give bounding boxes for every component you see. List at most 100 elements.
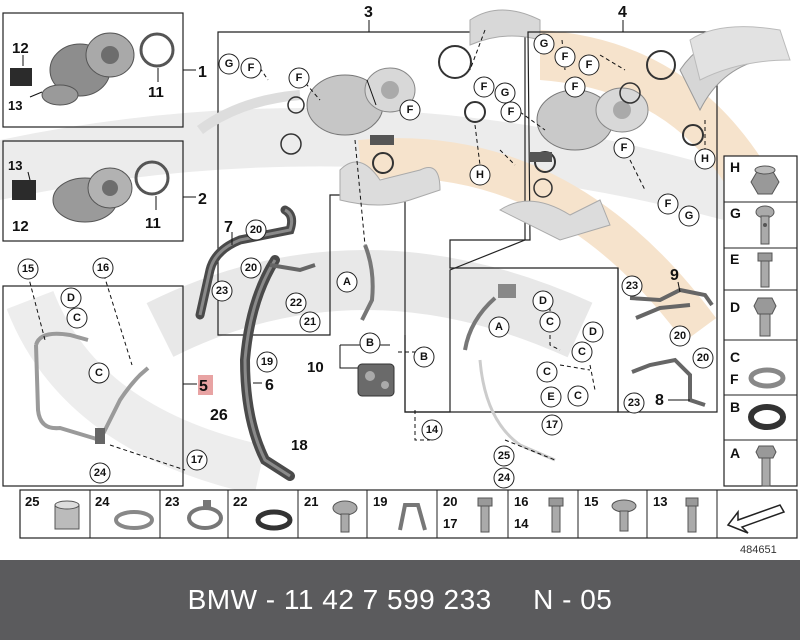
hex-screw-icon (548, 497, 564, 533)
callout-f-4[interactable]: F (473, 76, 495, 98)
bottom-legend: 25 24 23 22 21 19 20 17 16 14 15 13 (19, 489, 798, 539)
footer-bar: BMW - 11 42 7 599 233 N - 05 (0, 560, 800, 640)
legend-num-23: 23 (165, 494, 179, 509)
socket-screw-icon (685, 497, 699, 533)
oil-return-line-9[interactable] (629, 281, 714, 320)
callout-h-2[interactable]: H (694, 148, 716, 170)
callout-23-3[interactable]: 23 (623, 392, 645, 414)
oil-return-line-8[interactable] (631, 357, 706, 407)
clamp-icon (187, 500, 223, 530)
callout-c-6[interactable]: C (567, 385, 589, 407)
coolant-hose-7[interactable] (195, 205, 297, 320)
callout-f-7[interactable]: F (564, 76, 586, 98)
callout-b-2[interactable]: B (413, 346, 435, 368)
group-label-3: 3 (364, 4, 373, 21)
callout-c-3[interactable]: C (539, 311, 561, 333)
callout-g-4[interactable]: G (678, 205, 700, 227)
legend-num-15: 15 (584, 494, 598, 509)
callout-f-5[interactable]: F (554, 46, 576, 68)
oil-line-area (404, 268, 619, 462)
pan-screw-icon (611, 499, 637, 532)
svg-text:16: 16 (97, 262, 109, 274)
callout-f-10[interactable]: F (657, 193, 679, 215)
assembly-box-5[interactable] (2, 274, 197, 487)
callout-14-1[interactable]: 14 (421, 419, 443, 441)
callout-d-box5[interactable]: D (60, 287, 82, 309)
svg-text:20: 20 (697, 352, 709, 364)
callout-23-2[interactable]: 23 (621, 275, 643, 297)
assembly-box-2[interactable] (2, 140, 196, 242)
callout-15[interactable]: 15 (17, 258, 39, 280)
legend-label-e: E (730, 251, 739, 267)
svg-text:20: 20 (245, 262, 257, 274)
callout-f-6[interactable]: F (578, 54, 600, 76)
assembly-box-3[interactable] (197, 9, 541, 413)
legend-label-d: D (730, 299, 740, 315)
svg-text:F: F (481, 81, 488, 93)
hex-nut-icon (750, 165, 780, 195)
stud-bolt-icon (755, 445, 777, 487)
callout-17-box5[interactable]: 17 (186, 449, 208, 471)
legend-label-a: A (730, 445, 740, 461)
callout-g-3[interactable]: G (533, 33, 555, 55)
callout-h-1[interactable]: H (469, 164, 491, 186)
callout-21-1[interactable]: 21 (299, 311, 321, 333)
group-label-1: 1 (198, 64, 207, 81)
svg-text:C: C (546, 316, 554, 328)
diagram-id: 484651 (740, 544, 777, 556)
assembly-box-4[interactable] (449, 26, 791, 413)
callout-e-1[interactable]: E (540, 386, 562, 408)
svg-text:24: 24 (94, 467, 107, 479)
svg-text:C: C (578, 346, 586, 358)
group-label-9: 9 (670, 267, 679, 284)
legend-label-f: F (730, 371, 739, 387)
callout-f-1[interactable]: F (240, 57, 262, 79)
legend-num-21: 21 (304, 494, 318, 509)
svg-text:G: G (225, 58, 234, 70)
callout-b-1[interactable]: B (359, 332, 381, 354)
callout-17-1[interactable]: 17 (541, 414, 563, 436)
svg-text:25: 25 (498, 450, 510, 462)
legend-label-h: H (730, 159, 740, 175)
assembly-box-1[interactable] (2, 12, 196, 128)
callout-a-2[interactable]: A (488, 316, 510, 338)
svg-text:G: G (540, 38, 549, 50)
callout-d-2[interactable]: D (532, 290, 554, 312)
part-label-12-a: 12 (12, 40, 29, 57)
callout-23-1[interactable]: 23 (211, 280, 233, 302)
coolant-hose-6[interactable] (239, 255, 316, 481)
callout-c-box5-a[interactable]: C (66, 307, 88, 329)
group-label-5: 5 (199, 378, 208, 395)
callout-20-4[interactable]: 20 (692, 347, 714, 369)
callout-c-4[interactable]: C (536, 361, 558, 383)
callout-20-3[interactable]: 20 (669, 325, 691, 347)
callout-f-8[interactable]: F (500, 101, 522, 123)
callout-24-box5[interactable]: 24 (89, 462, 111, 484)
legend-num-24: 24 (95, 494, 110, 509)
svg-text:B: B (420, 351, 428, 363)
callout-f-2[interactable]: F (288, 67, 310, 89)
callout-20-1[interactable]: 20 (245, 219, 267, 241)
callout-20-2[interactable]: 20 (240, 257, 262, 279)
callout-19-1[interactable]: 19 (256, 351, 278, 373)
side-legend: H G E D C F B A (723, 155, 798, 487)
callout-22-1[interactable]: 22 (285, 292, 307, 314)
callout-f-9[interactable]: F (613, 137, 635, 159)
callout-g-1[interactable]: G (218, 53, 240, 75)
callout-f-3[interactable]: F (399, 99, 421, 121)
callout-a-1[interactable]: A (336, 271, 358, 293)
callout-24-1[interactable]: 24 (493, 467, 515, 489)
turbocharger-2-illustration (52, 167, 133, 223)
bushing-icon (54, 500, 80, 530)
svg-text:23: 23 (216, 285, 228, 297)
callout-c-box5-b[interactable]: C (88, 362, 110, 384)
callout-16[interactable]: 16 (92, 257, 114, 279)
callout-g-2[interactable]: G (494, 82, 516, 104)
legend-label-b: B (730, 399, 740, 415)
svg-text:H: H (701, 153, 709, 165)
part-label-13-a: 13 (8, 98, 22, 113)
callout-d-3[interactable]: D (582, 321, 604, 343)
part-label-11-a: 11 (148, 84, 164, 101)
callout-25-1[interactable]: 25 (493, 445, 515, 467)
callout-c-5[interactable]: C (571, 341, 593, 363)
